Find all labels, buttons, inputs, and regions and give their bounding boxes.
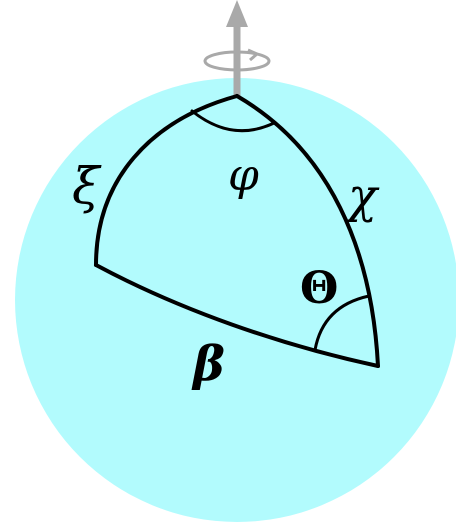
side-chi-label: χ	[345, 168, 380, 224]
side-beta-arc	[94, 263, 380, 368]
angle-phi-arc	[190, 109, 276, 133]
side-xi-arc	[94, 94, 239, 267]
side-chi-arc	[235, 94, 380, 368]
side-beta-label: β	[191, 336, 225, 392]
side-xi-label: ξ	[72, 157, 102, 215]
sphere	[15, 78, 456, 522]
angle-theta-label: Θ	[300, 263, 338, 314]
angle-phi-label: φ	[228, 150, 259, 201]
rotation-arrow-icon	[203, 48, 271, 72]
angle-theta-arc	[313, 294, 371, 352]
